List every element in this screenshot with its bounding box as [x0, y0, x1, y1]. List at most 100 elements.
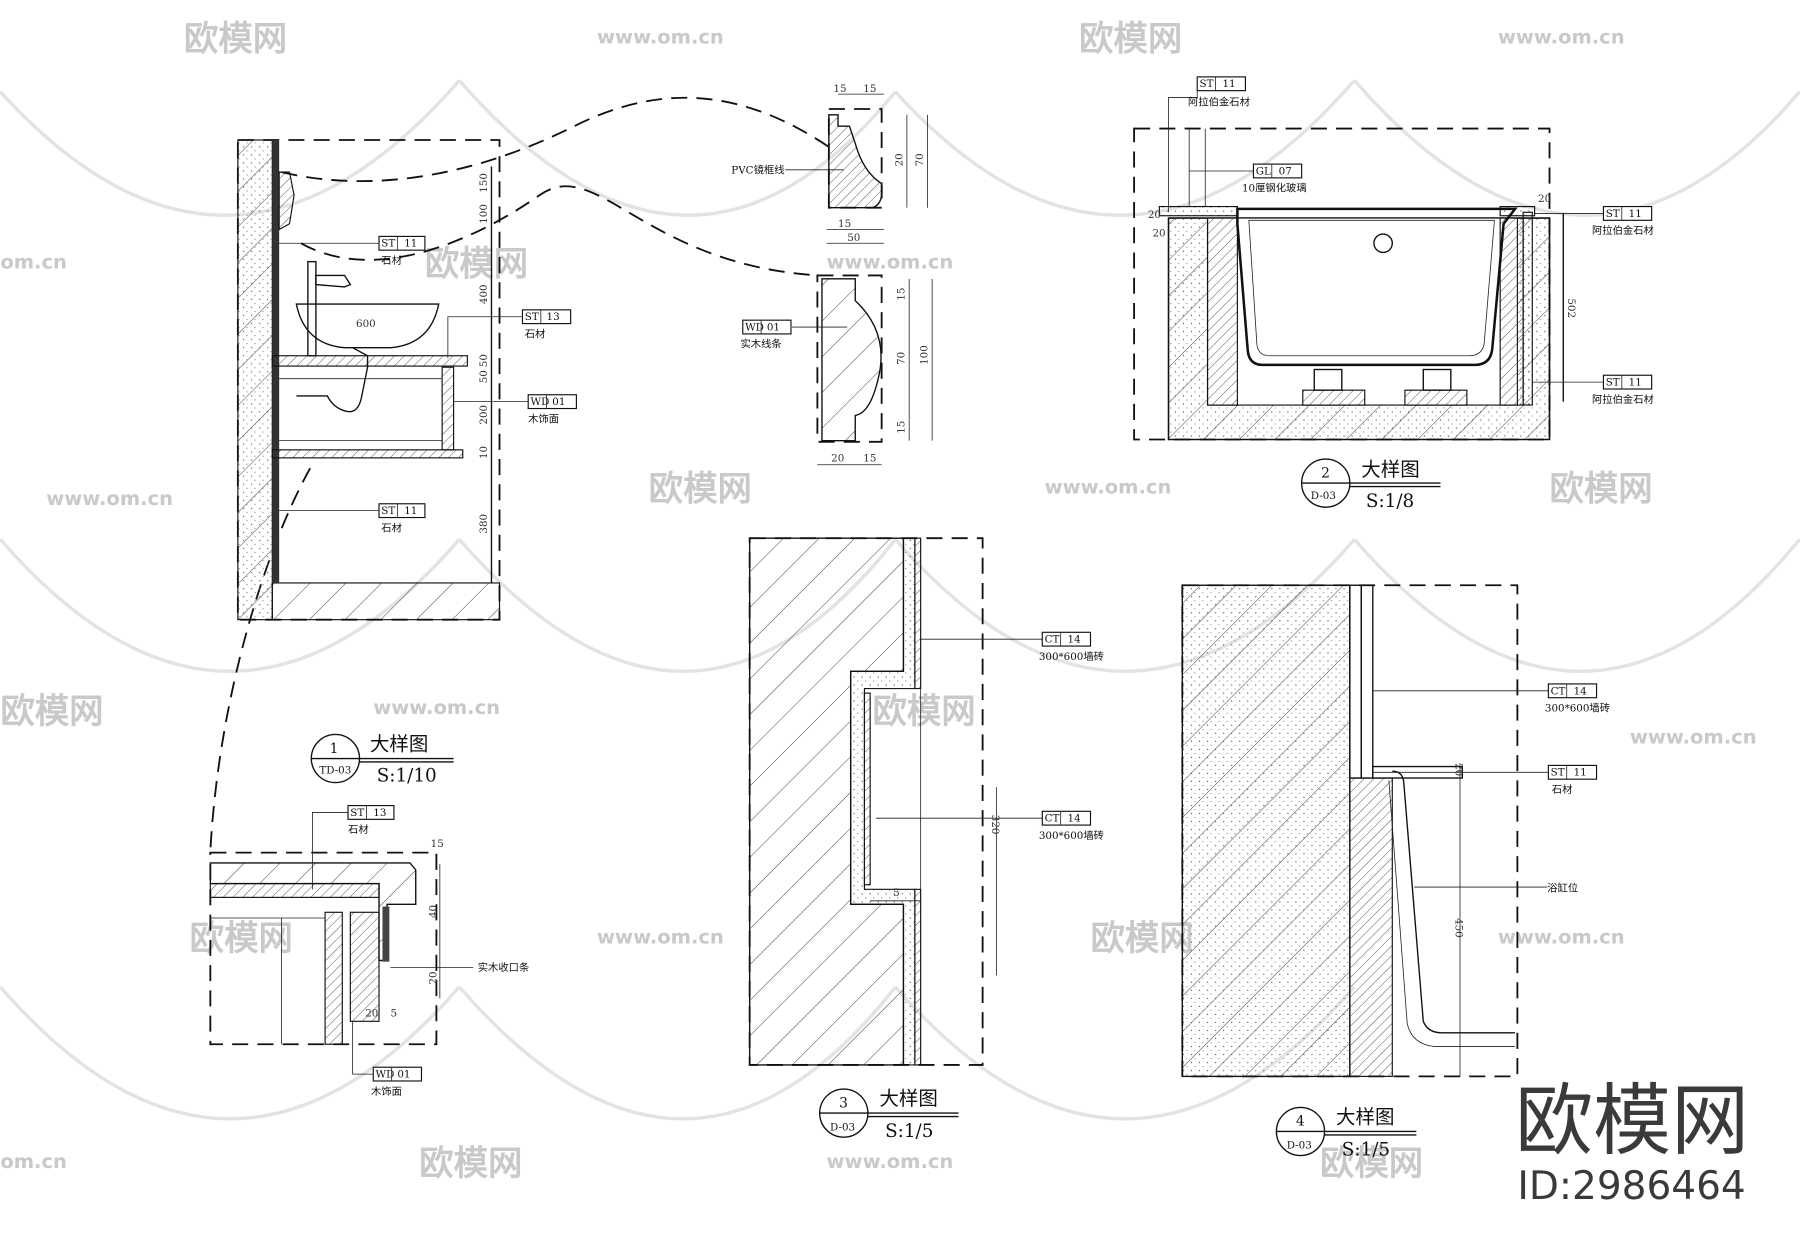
svg-text:S:1/5: S:1/5 [885, 1121, 933, 1142]
svg-text:S:1/5: S:1/5 [1342, 1140, 1390, 1161]
watermark-url: www.om.cn [597, 925, 724, 948]
svg-text:300*600墙砖: 300*600墙砖 [1545, 701, 1610, 714]
watermark-brand: 欧模网 [0, 692, 103, 732]
svg-text:100: 100 [478, 204, 490, 224]
svg-text:11: 11 [404, 505, 417, 517]
watermark-brand: 欧模网 [1550, 469, 1653, 509]
tub-position-label: 浴缸位 [1547, 882, 1578, 895]
svg-text:D-03: D-03 [1287, 1140, 1312, 1152]
svg-text:5: 5 [390, 1008, 397, 1020]
svg-text:4: 4 [1296, 1114, 1305, 1130]
model-id: ID:2986464 [1517, 1164, 1745, 1209]
svg-text:ST: ST [350, 807, 364, 819]
svg-text:GL: GL [1256, 165, 1271, 177]
svg-text:01: 01 [552, 396, 565, 408]
svg-text:S:1/10: S:1/10 [377, 765, 437, 786]
watermark-brand: 欧模网 [1320, 1144, 1423, 1184]
svg-text:380: 380 [478, 514, 490, 534]
svg-text:11: 11 [1222, 78, 1235, 90]
svg-text:ST: ST [381, 238, 395, 250]
material-tag: ST 11 石材 [1372, 764, 1598, 796]
watermark-brand: 欧模网 [425, 244, 528, 284]
watermark-url: www.om.cn [827, 251, 954, 274]
watermark-url: www.om.cn [1045, 475, 1172, 498]
detail-title-4: 4 D-03 大样图 S:1/5 [1275, 1105, 1417, 1161]
watermark-url: om.cn [0, 1150, 67, 1173]
svg-text:07: 07 [1279, 165, 1292, 177]
svg-text:300*600墙砖: 300*600墙砖 [1039, 650, 1104, 663]
svg-text:40: 40 [427, 905, 439, 918]
svg-text:100: 100 [919, 345, 931, 365]
svg-text:TD-03: TD-03 [319, 764, 351, 776]
svg-text:CT: CT [1045, 813, 1060, 825]
svg-text:木饰面: 木饰面 [528, 412, 559, 425]
svg-text:大样图: 大样图 [1361, 458, 1420, 481]
svg-text:600: 600 [356, 318, 376, 330]
svg-text:1: 1 [330, 741, 339, 757]
svg-text:2: 2 [1321, 465, 1330, 481]
svg-text:D-03: D-03 [830, 1121, 855, 1133]
callout-curves [209, 96, 830, 852]
svg-text:ST: ST [1200, 78, 1214, 90]
watermark-url: www.om.cn [46, 487, 173, 510]
svg-text:15: 15 [863, 83, 876, 95]
svg-text:11: 11 [1629, 377, 1642, 389]
svg-text:13: 13 [373, 807, 386, 819]
svg-text:20: 20 [427, 971, 439, 984]
watermark-brand: 欧模网 [649, 469, 752, 509]
svg-text:15: 15 [863, 452, 876, 464]
svg-text:大样图: 大样图 [879, 1087, 938, 1110]
svg-text:15: 15 [838, 218, 851, 230]
svg-text:20: 20 [893, 153, 905, 166]
watermark-url: www.om.cn [373, 696, 500, 719]
watermark-url: www.om.cn [827, 1150, 954, 1173]
watermark-url: www.om.cn [1630, 726, 1757, 749]
watermark-url: www.om.cn [597, 26, 724, 49]
svg-text:10厘钢化玻璃: 10厘钢化玻璃 [1242, 182, 1307, 195]
watermark-brand: 欧模网 [1079, 19, 1182, 59]
svg-text:石材: 石材 [381, 254, 402, 267]
detail-title-2: 2 D-03 大样图 S:1/8 [1300, 458, 1441, 512]
svg-text:5: 5 [893, 887, 900, 899]
svg-text:大样图: 大样图 [1336, 1105, 1395, 1128]
svg-text:实木线条: 实木线条 [740, 338, 781, 351]
svg-text:320: 320 [989, 815, 1001, 835]
material-tag: CT 14 300*600墙砖 [875, 810, 1104, 842]
svg-text:70: 70 [914, 153, 926, 166]
svg-text:石材: 石材 [381, 521, 402, 534]
svg-text:ST: ST [1606, 377, 1620, 389]
svg-text:阿拉伯金石材: 阿拉伯金石材 [1592, 224, 1654, 237]
svg-text:石材: 石材 [348, 823, 369, 836]
edge-strip-label: 实木收口条 [478, 961, 530, 974]
svg-text:11: 11 [404, 238, 417, 250]
svg-text:400: 400 [478, 284, 490, 304]
svg-text:15: 15 [833, 83, 846, 95]
svg-text:15: 15 [896, 421, 908, 434]
watermark-url: om.cn [0, 251, 67, 274]
detail-title-1: 1 TD-03 大样图 S:1/10 [310, 732, 454, 786]
svg-text:01: 01 [767, 321, 780, 333]
svg-text:WD: WD [376, 1069, 395, 1081]
svg-text:300*600墙砖: 300*600墙砖 [1039, 829, 1104, 842]
svg-text:450: 450 [1452, 918, 1464, 938]
svg-text:70: 70 [896, 352, 908, 365]
svg-text:14: 14 [1068, 813, 1082, 825]
svg-text:大样图: 大样图 [370, 732, 429, 755]
watermark-brand: 欧模网 [190, 919, 293, 959]
svg-text:阿拉伯金石材: 阿拉伯金石材 [1188, 96, 1250, 109]
svg-text:11: 11 [1574, 767, 1587, 779]
svg-text:ST: ST [1551, 767, 1565, 779]
svg-text:石材: 石材 [1552, 783, 1573, 796]
svg-text:S:1/8: S:1/8 [1366, 491, 1414, 512]
svg-text:CT: CT [1045, 634, 1060, 646]
svg-text:WD: WD [530, 396, 549, 408]
svg-text:15: 15 [896, 288, 908, 301]
